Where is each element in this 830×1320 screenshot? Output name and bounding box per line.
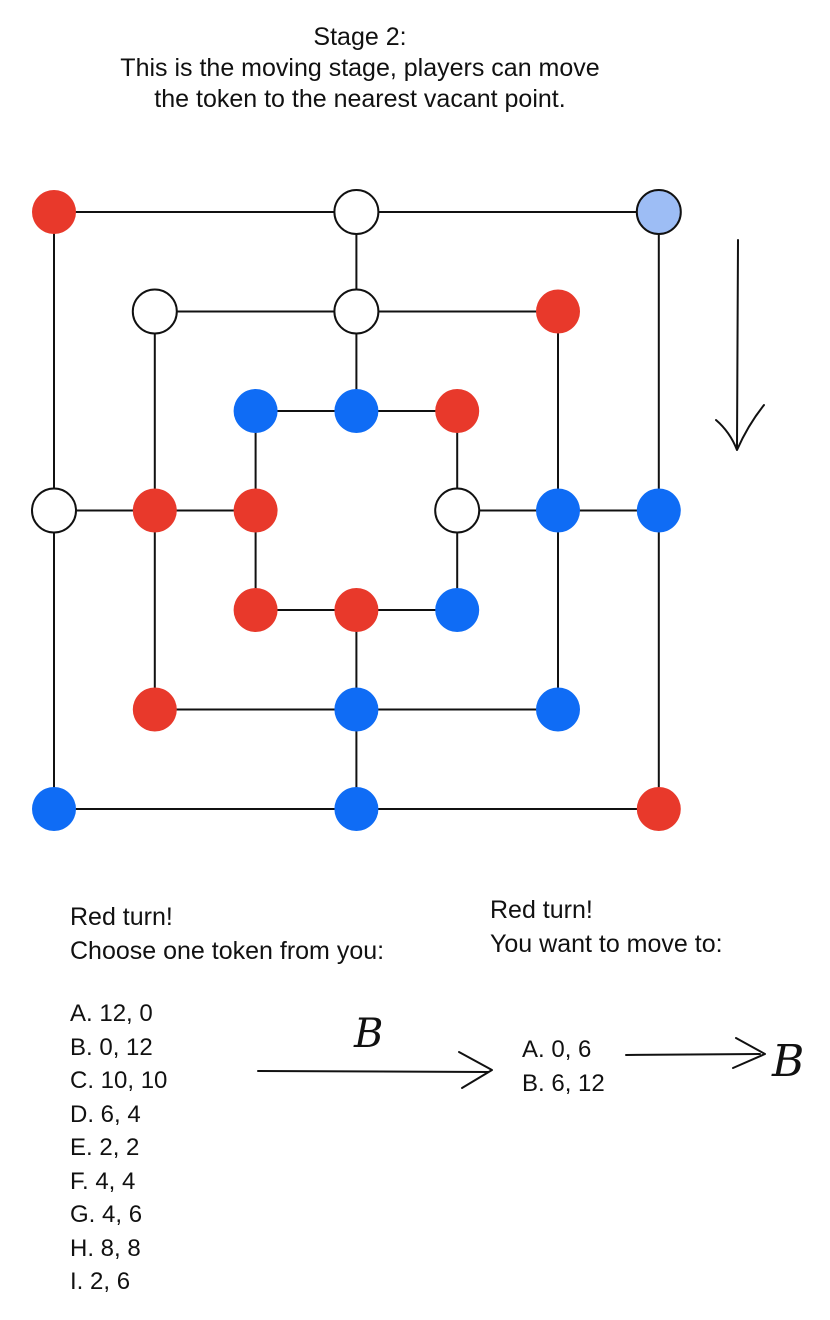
vacant-point-2-6[interactable] [333,288,380,335]
red-token-6-4[interactable] [233,488,278,533]
blue-token-6-10[interactable] [536,488,580,533]
blue-token-8-8[interactable] [435,588,480,632]
red-token-4-8[interactable] [435,389,480,433]
blue-token-12-6[interactable] [334,787,379,831]
first-choice-letter: B [353,1011,383,1057]
second-choice-handwritten-b: B [771,1036,804,1087]
token-option-e[interactable]: E. 2, 2 [70,1134,140,1161]
vacant-point-2-2[interactable] [131,288,178,335]
second-choice-letter: B [771,1036,804,1087]
stage-title: Stage 2: [313,23,407,51]
vacant-point-6-0[interactable] [31,487,77,534]
blue-token-10-10[interactable] [536,687,580,732]
token-option-c[interactable]: C. 10, 10 [70,1067,168,1094]
move-target-question: You want to move to: [490,930,723,958]
turn-label: Red turn! [70,903,173,931]
red-token-2-10[interactable] [536,289,580,334]
board-tokens [31,189,682,831]
token-option-d[interactable]: D. 6, 4 [70,1100,141,1128]
red-token-12-12[interactable] [636,787,681,831]
red-token-0-0[interactable] [32,190,76,234]
blue-token-4-4[interactable] [233,389,278,433]
token-option-g[interactable]: G. 4, 6 [70,1201,143,1228]
blue-token-6-12[interactable] [636,488,681,533]
second-choice-arrow-icon [625,1037,766,1069]
move-options-list: A. 0, 6 B. 6, 12 [522,1033,605,1100]
vacant-point-6-8[interactable] [434,487,481,534]
token-option-b[interactable]: B. 0, 12 [70,1033,153,1061]
token-option-h[interactable]: H. 8, 8 [70,1234,141,1262]
stage-description-line-2: the token to the nearest vacant point. [154,85,566,113]
blue-token-4-6[interactable] [334,389,379,433]
first-choice-arrow-icon [257,1051,493,1089]
nine-mens-morris-board [31,189,682,831]
first-choice-handwritten-b: B [353,1011,383,1057]
light_blue-token-0-12[interactable] [635,189,682,235]
select-token-prompt: Red turn! Choose one token from you: [70,900,384,968]
select-token-question: Choose one token from you: [70,937,385,965]
token-option-a[interactable]: A. 12, 0 [70,1000,153,1027]
token-option-f[interactable]: F. 4, 4 [70,1167,136,1195]
blue-token-12-0[interactable] [32,787,76,831]
board-ring-3 [254,410,459,611]
token-option-i[interactable]: I. 2, 6 [70,1268,131,1295]
red-token-8-6[interactable] [334,588,379,632]
move-option-b[interactable]: B. 6, 12 [522,1069,605,1097]
token-options-list: A. 12, 0 B. 0, 12 C. 10, 10 D. 6, 4 E. 2… [70,997,167,1299]
blue-token-10-6[interactable] [334,687,379,732]
move-target-prompt: Red turn! You want to move to: [490,893,723,961]
red-token-6-2[interactable] [132,488,177,533]
turn-label: Red turn! [490,896,593,924]
red-token-8-4[interactable] [233,588,278,632]
stage-header: Stage 2: This is the moving stage, playe… [0,22,720,115]
move-option-a[interactable]: A. 0, 6 [522,1036,592,1063]
red-token-10-2[interactable] [132,687,177,732]
vacant-point-0-6[interactable] [333,189,380,235]
stage-description-line-1: This is the moving stage, players can mo… [120,54,600,82]
